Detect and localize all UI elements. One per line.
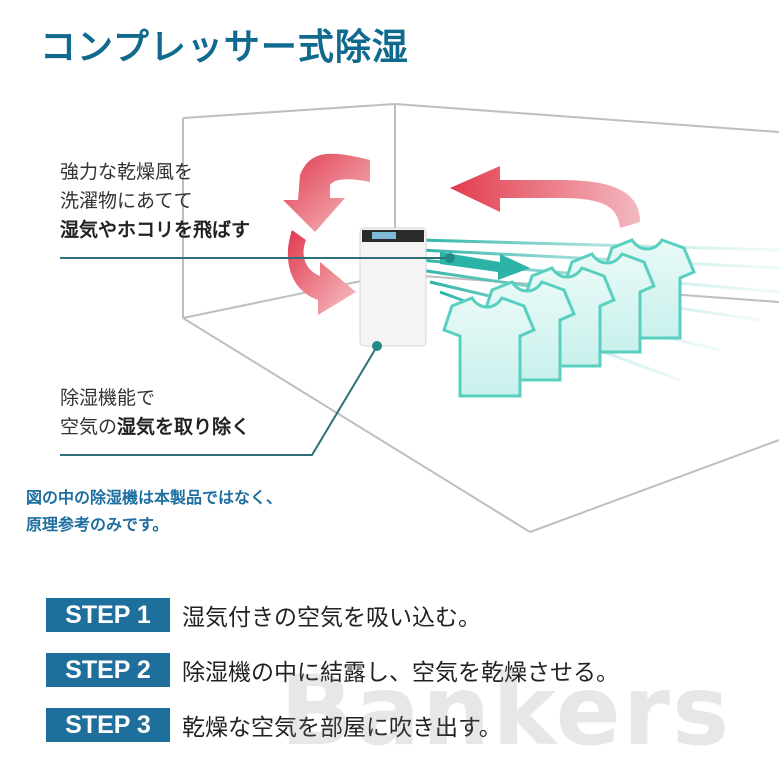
steps-list: STEP 1 湿気付きの空気を吸い込む。 STEP 2 除湿機の中に結露し、空気… [46,596,619,761]
callout-dehumidify-line2-bold: 湿気を取り除く [117,416,251,438]
disclaimer-line2: 原理参考のみです。 [26,515,169,534]
step-2-text: 除湿機の中に結露し、空気を乾燥させる。 [182,660,619,686]
step-2: STEP 2 除湿機の中に結露し、空気を乾燥させる。 [46,651,619,689]
room-illustration [60,102,779,533]
disclaimer-line1: 図の中の除湿機は本製品ではなく、 [26,488,283,507]
step-1-badge: STEP 1 [46,598,170,632]
callout-dehumidify-line2-pre: 空気の [60,416,118,438]
callout-dry-wind-line3: 湿気やホコリを飛ばす [60,219,251,241]
airflow-arrow [440,252,530,280]
step-1-text: 湿気付きの空気を吸い込む。 [182,605,481,631]
disclaimer-note: 図の中の除湿機は本製品ではなく、 原理参考のみです。 [26,484,282,538]
callout-dot-bottom [372,341,382,351]
callout-dry-wind-line2: 洗濯物にあてて [60,190,193,212]
callout-line-bottom [60,347,377,456]
top-right-arrow [450,166,640,228]
left-lower-arrow [287,230,356,315]
step-1: STEP 1 湿気付きの空気を吸い込む。 [46,596,619,634]
laundry-shirts [442,238,696,398]
callout-dehumidify: 除湿機能で 空気の湿気を取り除く [60,384,250,442]
step-3-text: 乾燥な空気を部屋に吹き出す。 [182,715,502,741]
callout-dehumidify-line1: 除湿機能で [60,387,156,409]
callout-dry-wind-line1: 強力な乾燥風を [60,161,194,183]
page-title: コンプレッサー式除湿 [40,27,409,68]
step-3-badge: STEP 3 [46,708,170,742]
left-air-arrow [283,153,370,232]
callout-dot-top [445,253,455,263]
step-2-badge: STEP 2 [46,653,170,687]
dehumidifier-unit [359,227,427,347]
step-3: STEP 3 乾燥な空気を部屋に吹き出す。 [46,706,619,744]
callout-dry-wind: 強力な乾燥風を 洗濯物にあてて 湿気やホコリを飛ばす [60,158,250,245]
watermark: Bankers [280,655,732,767]
